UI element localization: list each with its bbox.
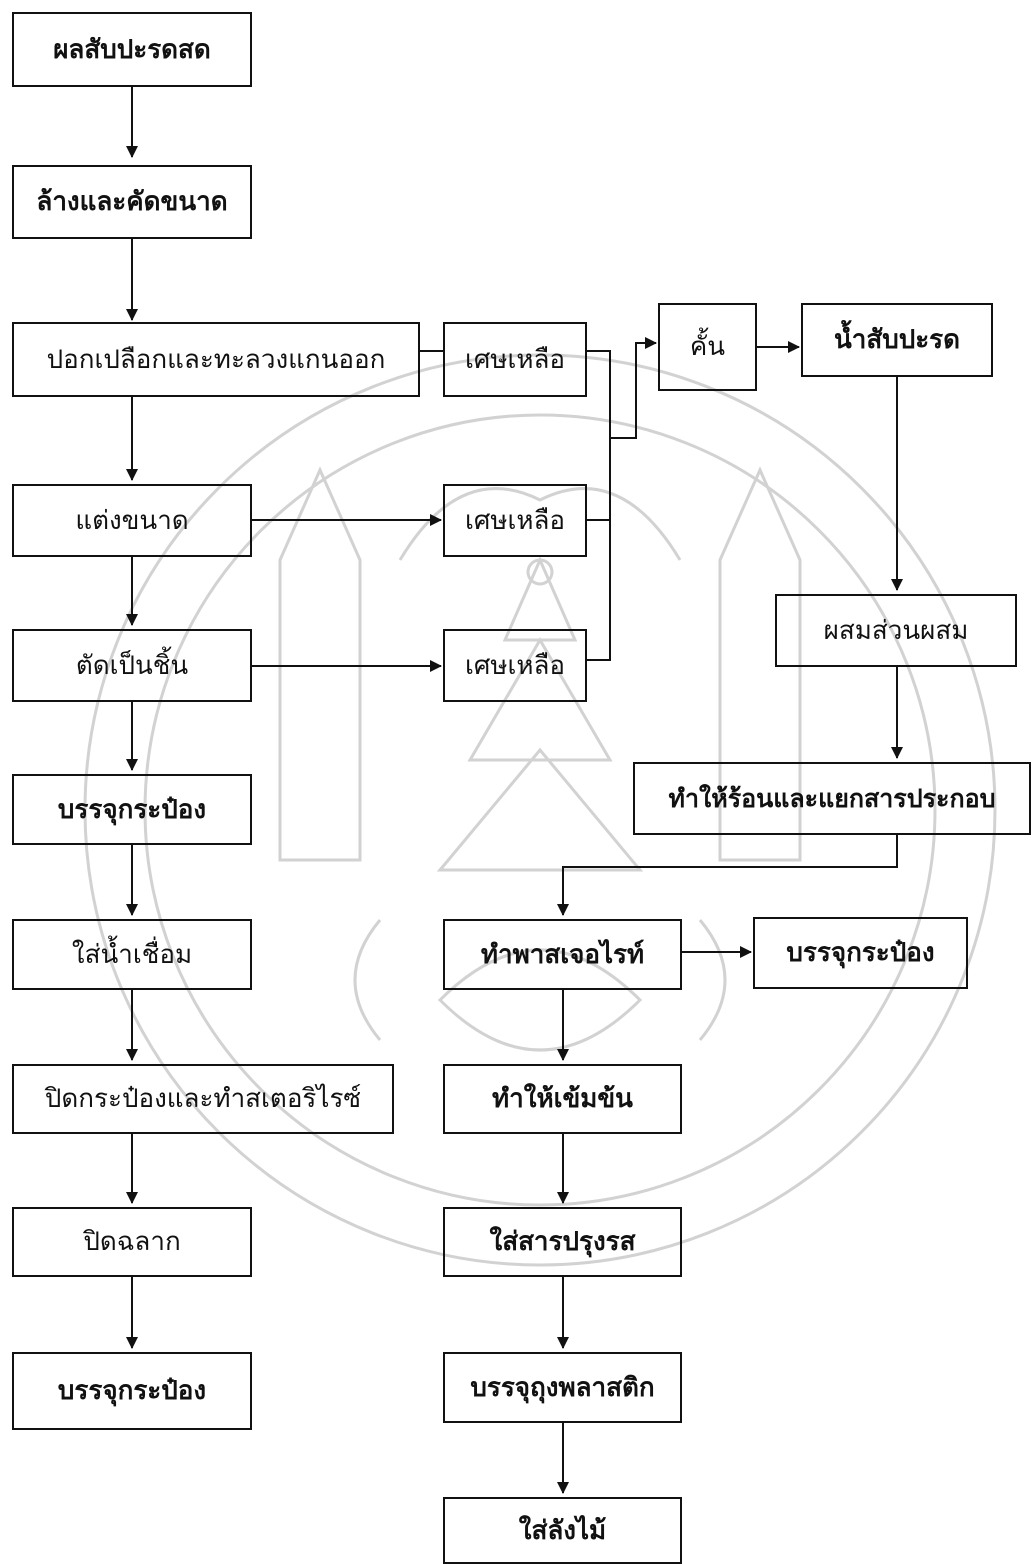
node-add-syrup: ใส่น้ำเชื่อม xyxy=(12,919,252,990)
node-concentrate: ทำให้เข้มข้น xyxy=(443,1064,682,1134)
node-peel-and-core: ปอกเปลือกและทะลวงแกนออก xyxy=(12,322,420,397)
node-waste-1: เศษเหลือ xyxy=(443,322,587,397)
node-add-flavor: ใส่สารปรุงรส xyxy=(443,1207,682,1277)
node-pack-plastic-bag: บรรจุถุงพลาสติก xyxy=(443,1352,682,1423)
node-wooden-crate: ใส่ลังไม้ xyxy=(443,1497,682,1564)
node-seal-and-sterilize: ปิดกระป๋องและทำสเตอริไรซ์ xyxy=(12,1064,394,1134)
node-fresh-pineapple: ผลสับปะรดสด xyxy=(12,12,252,87)
node-pack-cans: บรรจุกระป๋อง xyxy=(12,1352,252,1430)
node-fill-cans: บรรจุกระป๋อง xyxy=(12,774,252,845)
node-label: ปิดฉลาก xyxy=(12,1207,252,1277)
node-pineapple-juice: น้ำสับปะรด xyxy=(801,303,993,377)
node-wash-and-grade: ล้างและคัดขนาด xyxy=(12,165,252,239)
node-waste-3: เศษเหลือ xyxy=(443,629,587,702)
node-juice-cans: บรรจุกระป๋อง xyxy=(753,917,968,989)
node-press: คั้น xyxy=(658,303,757,391)
node-waste-2: เศษเหลือ xyxy=(443,484,587,557)
node-pasteurize: ทำพาสเจอไรท์ xyxy=(443,919,682,990)
arrow-heat-to-pasteurize xyxy=(557,835,898,916)
link-waste-collector xyxy=(587,350,611,661)
node-cut-pieces: ตัดเป็นชิ้น xyxy=(12,629,252,702)
node-heat-and-separate: ทำให้ร้อนและแยกสารประกอบ xyxy=(633,762,1031,835)
node-mix-ingredients: ผสมส่วนผสม xyxy=(775,594,1017,667)
node-trim: แต่งขนาด xyxy=(12,484,252,557)
arrow-waste-to-press xyxy=(610,337,657,439)
